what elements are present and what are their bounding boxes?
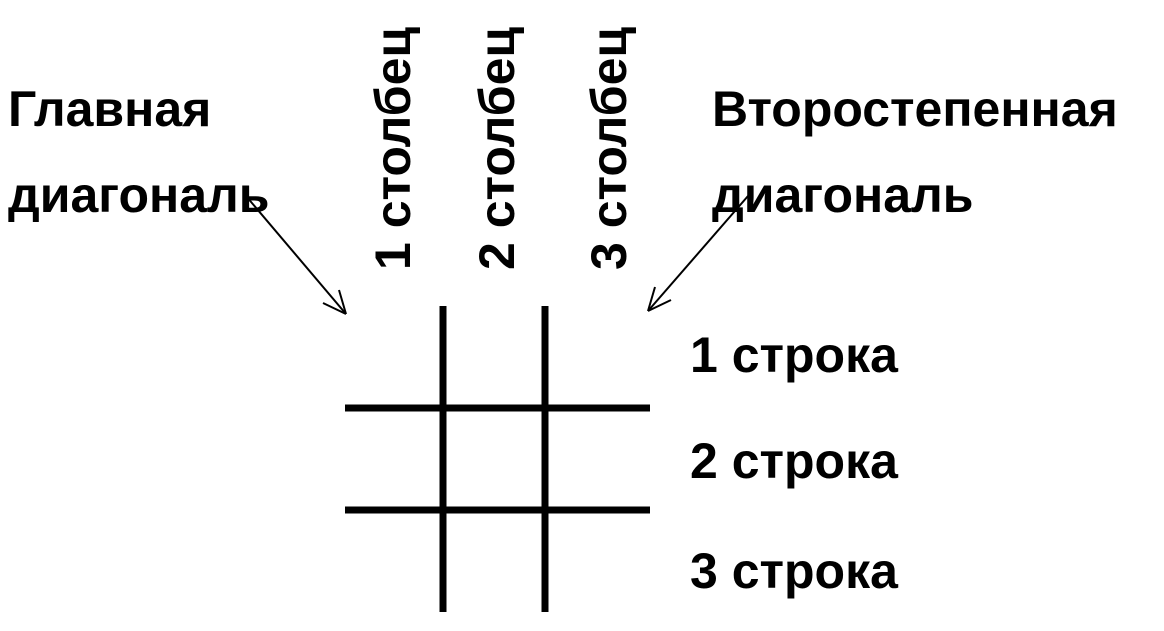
main-diagonal-arrow	[245, 195, 347, 315]
row-label-1: 1 строка	[690, 327, 898, 383]
column-label-1: 1 столбец	[365, 26, 421, 270]
row-label-2: 2 строка	[690, 433, 898, 489]
row-label-3: 3 строка	[690, 543, 898, 599]
column-label-2: 2 столбец	[469, 26, 525, 270]
secondary-diagonal-label-line1: Второстепенная	[712, 81, 1118, 137]
main-diagonal-label: Главная диагональ	[8, 66, 270, 238]
matrix-grid	[345, 306, 650, 612]
main-diagonal-label-line2: диагональ	[8, 167, 270, 223]
secondary-diagonal-label: Второстепенная диагональ	[712, 66, 1118, 238]
main-diagonal-label-line1: Главная	[8, 81, 212, 137]
column-label-3: 3 столбец	[581, 26, 637, 270]
secondary-diagonal-arrow	[647, 195, 749, 312]
secondary-diagonal-label-line2: диагональ	[712, 167, 974, 223]
